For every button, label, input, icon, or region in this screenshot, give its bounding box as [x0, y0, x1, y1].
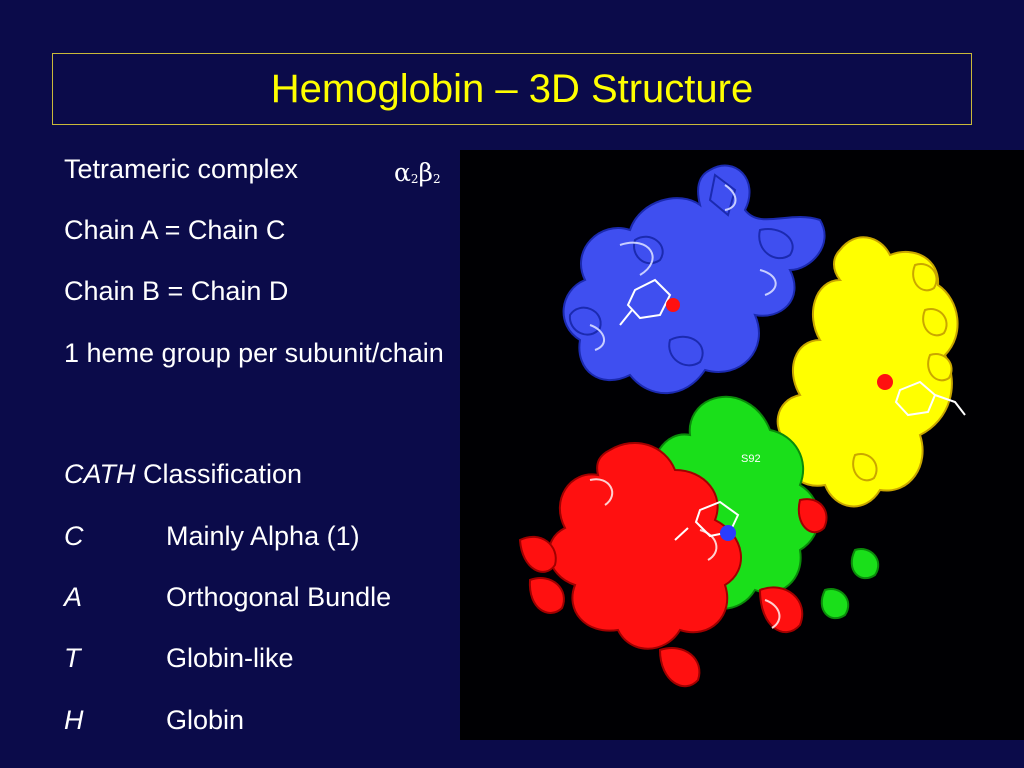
cath-desc: Globin — [166, 705, 245, 735]
yellow-helix — [852, 453, 878, 482]
cath-classification-word: Classification — [143, 459, 303, 489]
yellow-heme — [894, 380, 966, 417]
red-highlight — [699, 529, 718, 561]
blue-highlight — [759, 269, 777, 296]
cath-code: A — [64, 582, 83, 612]
cath-row-c: C Mainly Alpha (1) — [64, 521, 360, 551]
blue-heme-iron — [666, 298, 680, 312]
cath-desc: Mainly Alpha (1) — [166, 521, 360, 551]
cath-code: H — [64, 705, 84, 735]
blue-chain-highlights — [589, 184, 777, 351]
red-helix — [528, 577, 565, 614]
residue-label: S92 — [741, 453, 761, 465]
protein-structure-image: S92 — [460, 150, 1024, 740]
alpha-symbol: α — [394, 158, 411, 187]
blue-helix — [668, 335, 704, 367]
red-helix — [658, 647, 701, 687]
yellow-helix — [922, 308, 948, 337]
cath-word: CATH — [64, 459, 136, 489]
beta-subscript: 2 — [432, 172, 441, 186]
blue-ribbon-mass — [562, 164, 826, 395]
title-box: Hemoglobin – 3D Structure — [52, 53, 972, 125]
yellow-helix — [912, 263, 938, 292]
alpha-subscript: 2 — [410, 172, 419, 186]
red-helix — [518, 535, 557, 573]
blue-helix — [758, 228, 794, 260]
red-chain — [518, 441, 828, 687]
tetrameric-label: Tetrameric complex — [64, 154, 299, 184]
heme-bond — [619, 309, 633, 326]
blue-helix — [568, 306, 602, 336]
yellow-heme-iron — [877, 374, 893, 390]
red-chain-highlights — [589, 478, 781, 629]
red-helix — [797, 498, 828, 534]
red-highlight — [589, 478, 614, 506]
tetrameric-line: Tetrameric complex — [64, 156, 298, 183]
chain-bd-line: Chain B = Chain D — [64, 276, 289, 306]
blue-highlight — [589, 324, 605, 351]
heme-bond — [674, 527, 689, 541]
blue-highlight — [724, 184, 737, 211]
cath-row-h: H Globin — [64, 705, 244, 735]
cath-desc: Orthogonal Bundle — [166, 582, 392, 612]
heme-bond — [934, 394, 966, 416]
yellow-chain — [776, 236, 959, 508]
cath-code: C — [64, 521, 84, 551]
cath-row-a: A Orthogonal Bundle — [64, 582, 391, 612]
red-ribbon-mass — [548, 441, 742, 650]
red-helix — [758, 586, 804, 634]
heme-ring — [894, 380, 937, 417]
chain-ac-line: Chain A = Chain C — [64, 215, 286, 245]
cath-code: T — [64, 643, 81, 673]
red-heme-iron — [720, 525, 736, 541]
green-helix — [850, 548, 880, 580]
cath-row-t: T Globin-like — [64, 643, 294, 673]
heme-ring — [626, 278, 672, 320]
beta-symbol: β — [418, 158, 433, 187]
red-highlight — [764, 599, 781, 629]
cath-heading: CATH Classification — [64, 461, 302, 488]
alpha2-beta2-symbol: α2β2 — [394, 158, 441, 187]
blue-chain — [562, 164, 826, 395]
yellow-helix — [927, 353, 953, 382]
protein-structure-svg: S92 — [460, 150, 1024, 740]
yellow-ribbon-mass — [776, 236, 959, 508]
heme-line: 1 heme group per subunit/chain — [64, 338, 444, 368]
cath-desc: Globin-like — [166, 643, 294, 673]
blue-helix — [708, 173, 737, 217]
green-helix — [820, 588, 850, 620]
blue-highlight — [619, 241, 654, 276]
slide-title: Hemoglobin – 3D Structure — [270, 67, 754, 111]
blue-heme — [619, 278, 672, 326]
